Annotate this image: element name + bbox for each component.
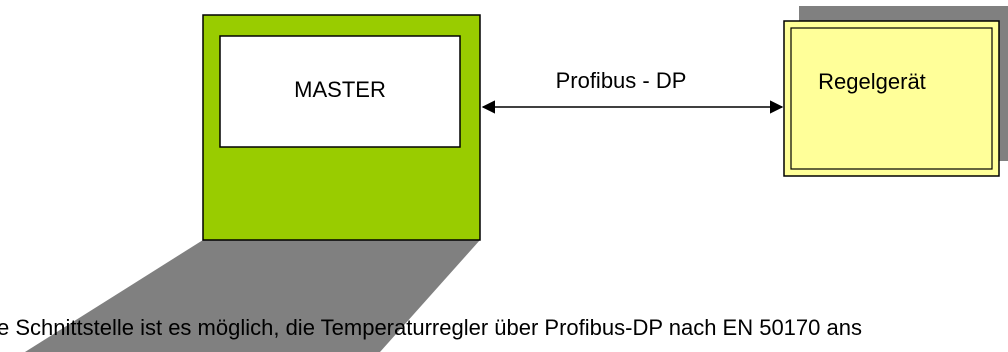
device-label: Regelgerät [818,69,926,94]
controller-device [783,20,1000,177]
master-screen [219,35,461,148]
connection-label: Profibus - DP [556,68,687,93]
body-text-line: e Schnittstelle ist es möglich, die Temp… [0,315,862,340]
master-label: MASTER [294,77,386,102]
master-shadow [25,240,480,352]
controller-device-inner-frame [790,27,993,170]
